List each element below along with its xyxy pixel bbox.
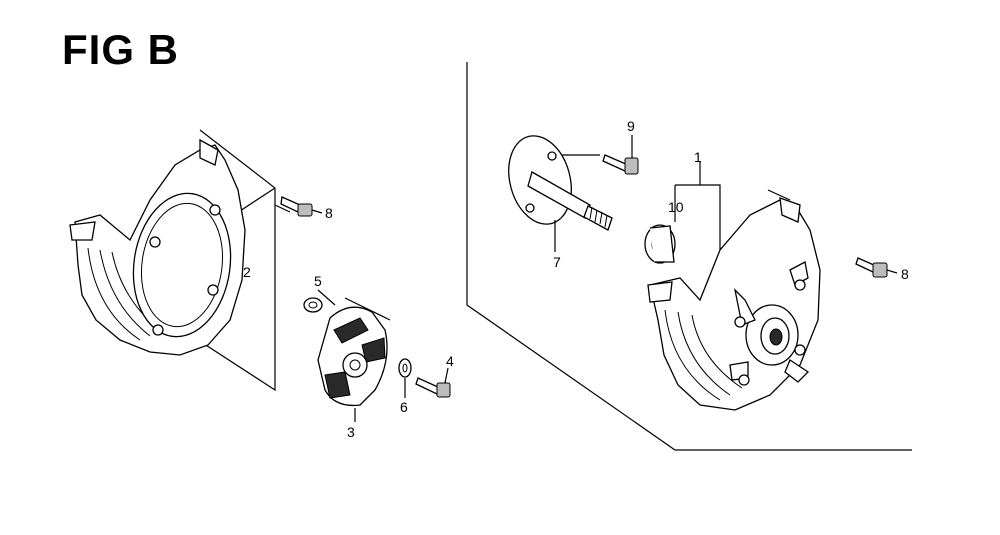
right-frame-lines [466,62,912,451]
bearing [644,224,676,264]
clutch-shoe-assembly [317,297,391,422]
callout-7: 7 [553,254,561,270]
drive-shaft [508,135,613,252]
clutch-cover-housing [69,138,246,356]
callout-9: 9 [627,118,635,134]
callout-1: 1 [694,149,702,165]
spring-washer [398,358,412,398]
clutch-bolt [415,367,451,398]
callout-8-right: 8 [901,266,909,282]
callout-8-left: 8 [325,205,333,221]
callout-4: 4 [446,353,454,369]
bolt-9 [602,135,639,175]
callout-3: 3 [347,424,355,440]
bolt-right [855,257,898,278]
gear-case-housing [647,197,821,411]
callout-5: 5 [314,273,322,289]
washer-nut [303,289,336,313]
bolt-left [280,196,323,217]
callout-6: 6 [400,399,408,415]
figure-title: FIG B [62,26,179,73]
callout-10: 10 [668,199,684,215]
callout-2: 2 [243,264,251,280]
